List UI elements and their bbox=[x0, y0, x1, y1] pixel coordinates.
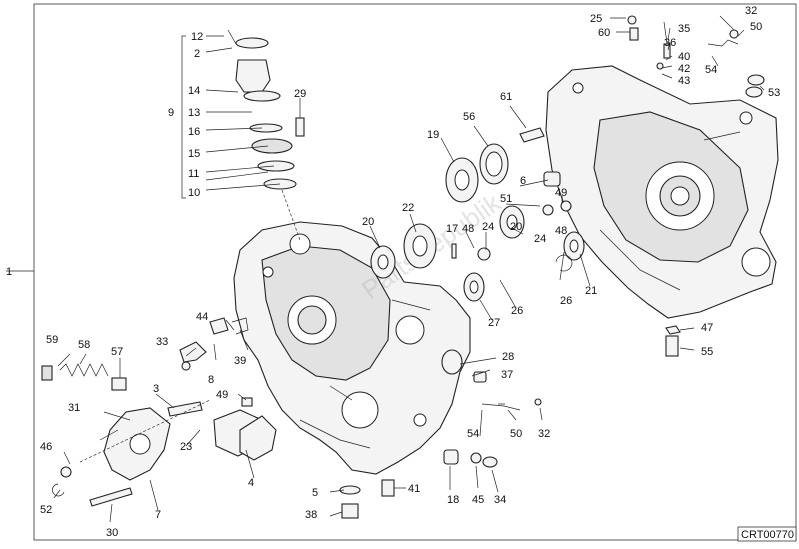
callout-39: 39 bbox=[234, 355, 246, 367]
callout-33: 33 bbox=[156, 336, 168, 348]
callout-26a: 26 bbox=[511, 305, 523, 317]
callout-56: 56 bbox=[463, 111, 475, 123]
callout-45: 45 bbox=[472, 494, 484, 506]
callout-46: 46 bbox=[40, 441, 52, 453]
callout-43: 43 bbox=[678, 75, 690, 87]
callout-32b: 32 bbox=[538, 428, 550, 440]
callout-52: 52 bbox=[40, 504, 52, 516]
callout-57: 57 bbox=[111, 346, 123, 358]
lower-left-parts bbox=[41, 317, 277, 507]
callout-40: 40 bbox=[678, 51, 690, 63]
callout-labels: 1 12 2 14 9 13 16 15 11 10 29 19 56 61 6… bbox=[6, 5, 780, 539]
callout-31: 31 bbox=[68, 402, 80, 414]
callout-47: 47 bbox=[701, 322, 713, 334]
callout-49: 49 bbox=[555, 187, 567, 199]
callout-42: 42 bbox=[678, 63, 690, 75]
callout-26b: 26 bbox=[560, 295, 572, 307]
callout-54a: 54 bbox=[705, 64, 717, 76]
callout-30: 30 bbox=[106, 527, 118, 539]
callout-34: 34 bbox=[494, 494, 506, 506]
bearings-center bbox=[370, 127, 585, 375]
callout-28: 28 bbox=[502, 351, 514, 363]
callout-8: 8 bbox=[208, 374, 214, 386]
callout-36: 36 bbox=[664, 37, 676, 49]
callout-24b: 24 bbox=[534, 233, 546, 245]
callout-24a: 24 bbox=[482, 221, 494, 233]
callout-54b: 54 bbox=[467, 428, 479, 440]
callout-13: 13 bbox=[188, 107, 200, 119]
callout-23: 23 bbox=[180, 441, 192, 453]
callout-11: 11 bbox=[188, 168, 199, 180]
callout-32a: 32 bbox=[745, 5, 757, 17]
callout-16: 16 bbox=[188, 126, 200, 138]
callout-58: 58 bbox=[78, 339, 90, 351]
top-right-fasteners bbox=[627, 15, 765, 357]
callout-15: 15 bbox=[188, 148, 200, 160]
group-bracket bbox=[181, 35, 186, 199]
callout-22: 22 bbox=[402, 202, 414, 214]
callout-17: 17 bbox=[446, 223, 458, 235]
callout-48a: 48 bbox=[462, 223, 474, 235]
right-crankcase-half bbox=[545, 65, 779, 319]
callout-5: 5 bbox=[312, 487, 318, 499]
callout-25: 25 bbox=[590, 13, 602, 25]
callout-51: 51 bbox=[500, 193, 512, 205]
callout-55: 55 bbox=[701, 346, 713, 358]
callout-9: 9 bbox=[168, 107, 174, 119]
callout-48b: 48 bbox=[555, 225, 567, 237]
callout-14: 14 bbox=[188, 85, 200, 97]
callout-59: 59 bbox=[46, 334, 58, 346]
callout-2: 2 bbox=[194, 48, 200, 60]
callout-6: 6 bbox=[520, 175, 526, 187]
callout-60: 60 bbox=[598, 27, 610, 39]
callout-49: 49 bbox=[216, 389, 228, 401]
callout-50b: 50 bbox=[510, 428, 522, 440]
callout-21: 21 bbox=[585, 285, 597, 297]
drawing-code-box bbox=[737, 526, 797, 542]
callout-19: 19 bbox=[427, 129, 439, 141]
callout-1: 1 bbox=[6, 266, 12, 278]
callout-61: 61 bbox=[500, 91, 512, 103]
callout-35: 35 bbox=[678, 23, 690, 35]
callout-38: 38 bbox=[305, 509, 317, 521]
oil-filter-stack bbox=[227, 29, 305, 241]
callout-20b: 20 bbox=[510, 221, 522, 233]
callout-3: 3 bbox=[153, 383, 159, 395]
callout-12: 12 bbox=[191, 31, 203, 43]
callout-53: 53 bbox=[768, 87, 780, 99]
callout-10: 10 bbox=[188, 187, 200, 199]
callout-29: 29 bbox=[294, 88, 306, 100]
bottom-center-parts bbox=[339, 371, 542, 519]
callout-18: 18 bbox=[447, 494, 459, 506]
left-crankcase-half bbox=[233, 221, 471, 475]
callout-4: 4 bbox=[248, 477, 254, 489]
callout-37: 37 bbox=[501, 369, 513, 381]
callout-50a: 50 bbox=[750, 21, 762, 33]
drawing-code: CRT00770 bbox=[741, 529, 794, 541]
callout-41: 41 bbox=[408, 483, 420, 495]
callout-20a: 20 bbox=[362, 216, 374, 228]
callout-27: 27 bbox=[488, 317, 500, 329]
callout-7: 7 bbox=[155, 509, 161, 521]
leader-lines bbox=[53, 15, 765, 523]
callout-44: 44 bbox=[196, 311, 208, 323]
diagram-border bbox=[33, 3, 797, 541]
